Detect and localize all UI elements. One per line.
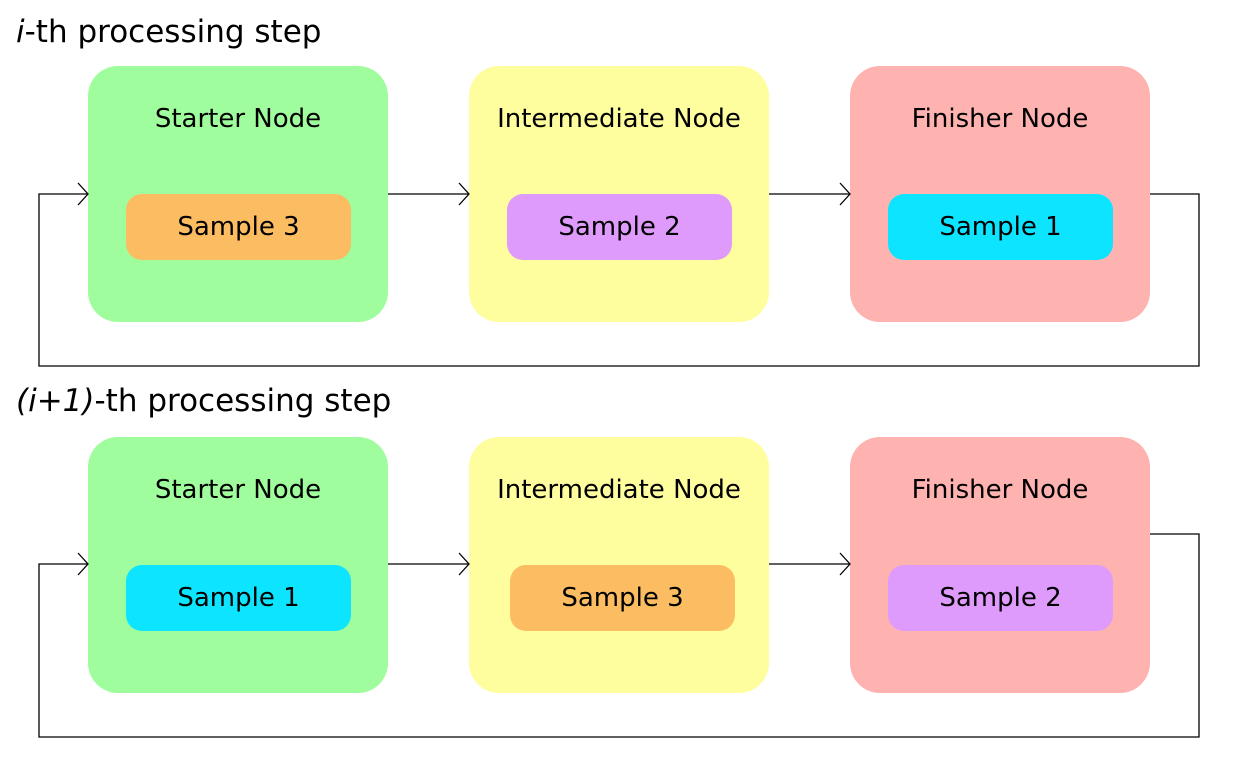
step-2-finisher-node: Finisher Node Sample 2	[850, 437, 1150, 693]
step-1-intermediate-sample: Sample 2	[507, 194, 732, 260]
step-1-starter-sample: Sample 3	[126, 194, 351, 260]
step-2-title-index: (i+1)	[16, 383, 95, 419]
step-1-intermediate-node-label: Intermediate Node	[497, 104, 741, 134]
step-1-title-index: i	[16, 14, 25, 50]
step-1-arrow-head-starter	[77, 182, 89, 206]
step-2-starter-sample: Sample 1	[126, 565, 351, 631]
step-2-arrow-head-intermediate	[458, 552, 470, 576]
step-2-arrow-head-finisher	[839, 552, 851, 576]
step-1-intermediate-node: Intermediate Node Sample 2	[469, 66, 769, 322]
step-2-intermediate-node: Intermediate Node Sample 3	[469, 437, 769, 693]
step-2-intermediate-sample: Sample 3	[510, 565, 735, 631]
step-1-title-text: -th processing step	[24, 14, 322, 50]
step-1-starter-node-label: Starter Node	[154, 104, 322, 134]
step-1-arrow-head-finisher	[839, 182, 851, 206]
step-2-title-text: -th processing step	[94, 383, 392, 419]
step-1-finisher-node: Finisher Node Sample 1	[850, 66, 1150, 322]
step-2-starter-node: Starter Node Sample 1	[88, 437, 388, 693]
step-1-arrow-head-intermediate	[458, 182, 470, 206]
step-2-finisher-node-label: Finisher Node	[911, 475, 1089, 505]
step-2-arrow-head-starter	[77, 552, 89, 576]
step-2-starter-node-label: Starter Node	[154, 475, 322, 505]
step-1-finisher-node-label: Finisher Node	[911, 104, 1089, 134]
step-1-starter-node: Starter Node Sample 3	[88, 66, 388, 322]
step-2-title: (i+1)-th processing step	[16, 383, 391, 419]
step-1-title: i-th processing step	[16, 14, 321, 50]
step-1-finisher-sample: Sample 1	[888, 194, 1113, 260]
step-2-finisher-sample: Sample 2	[888, 565, 1113, 631]
step-2-intermediate-node-label: Intermediate Node	[497, 475, 741, 505]
